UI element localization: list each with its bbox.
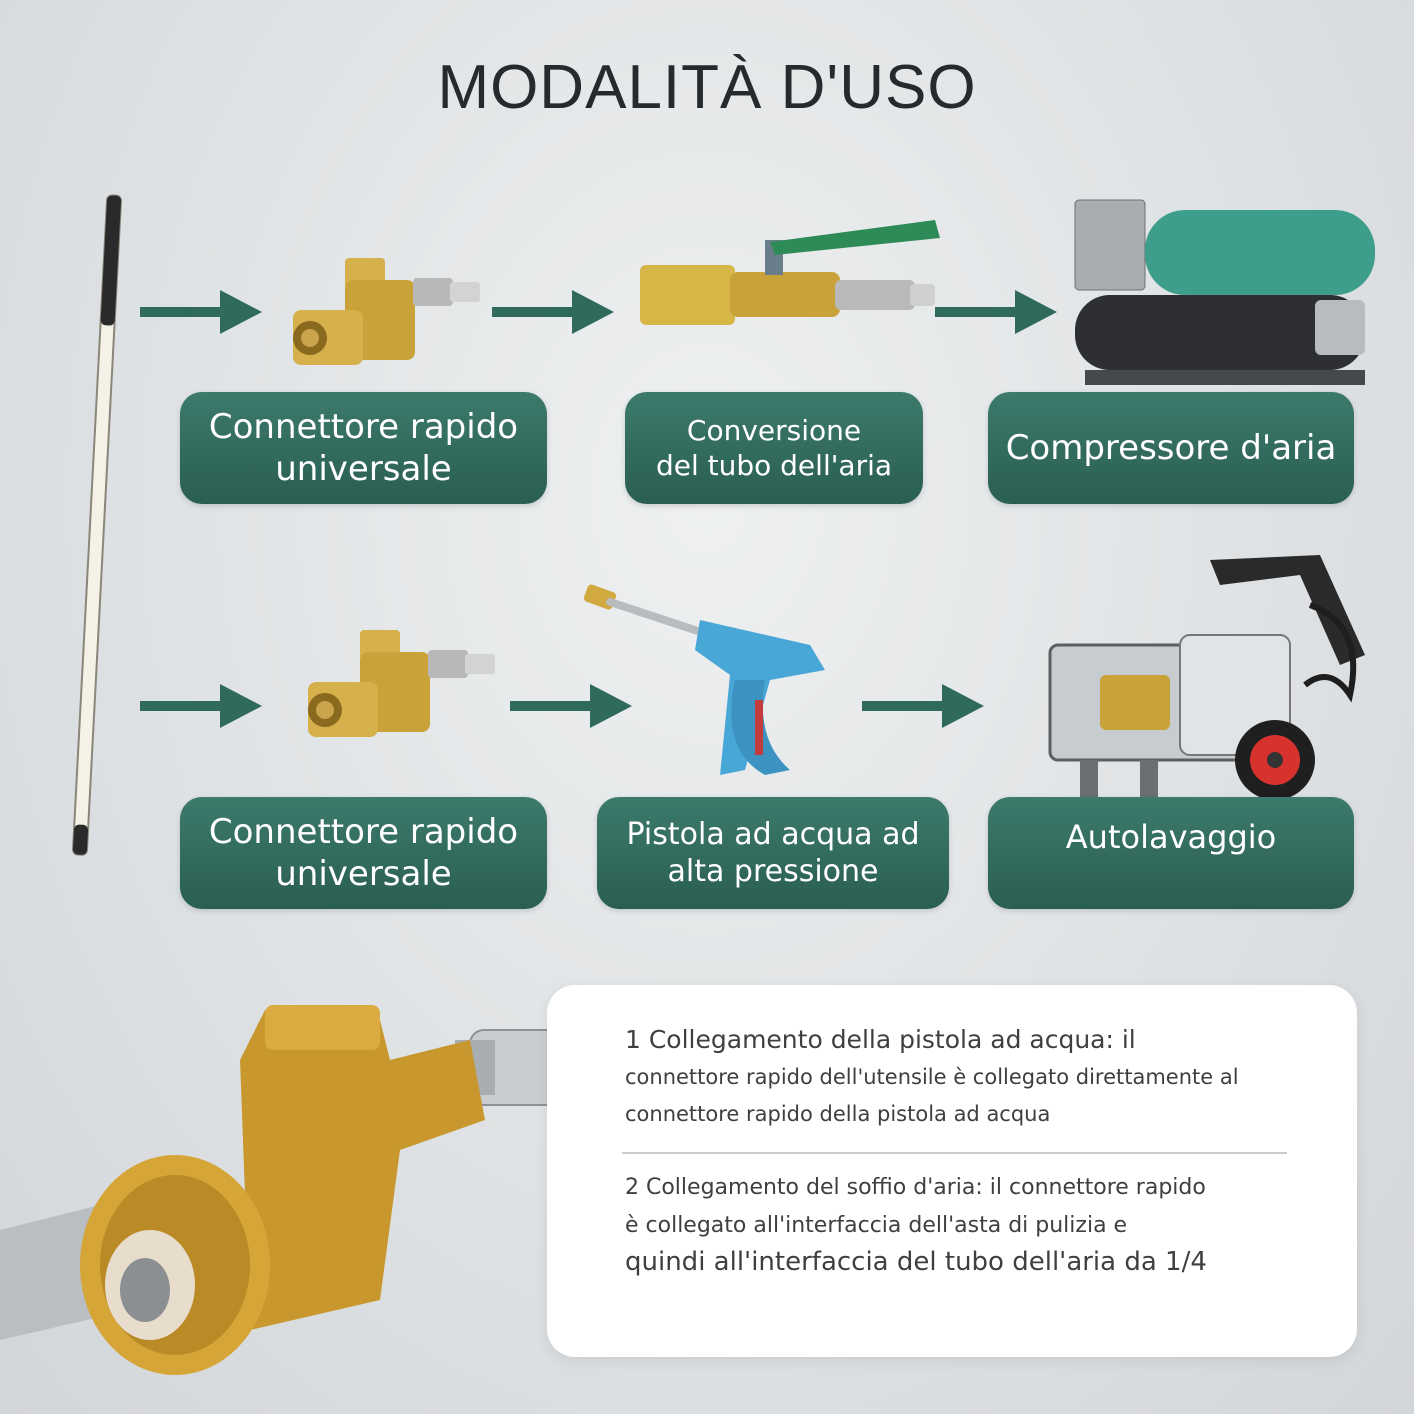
label-air-hose-conversion: Conversione del tubo dell'aria <box>625 392 923 504</box>
pressure-water-gun-icon <box>583 584 825 775</box>
arrow-right-icon <box>510 684 632 728</box>
arrow-right-icon <box>140 684 262 728</box>
label-high-pressure-water-gun: Pistola ad acqua ad alta pressione <box>597 797 949 909</box>
quick-connector-icon <box>293 258 480 365</box>
label-universal-connector: Connettore rapido universale <box>180 797 547 909</box>
label-car-wash: Autolavaggio <box>988 797 1354 909</box>
label-air-compressor: Compressore d'aria <box>988 392 1354 504</box>
instructions-card: 1 Collegamento della pistola ad acqua: i… <box>547 985 1357 1357</box>
instruction-1-line-1: 1 Collegamento della pistola ad acqua: i… <box>625 1025 1136 1054</box>
quick-connector-icon <box>308 630 495 737</box>
arrow-right-icon <box>862 684 984 728</box>
arrow-right-icon <box>492 290 614 334</box>
instruction-2-line-2: è collegato all'interfaccia dell'asta di… <box>625 1213 1128 1238</box>
instruction-1-line-2: connettore rapido dell'utensile è colleg… <box>625 1065 1239 1089</box>
page-title: MODALITÀ D'USO <box>437 53 977 122</box>
cleaning-wand-icon <box>71 194 123 856</box>
instruction-1-line-3: connettore rapido della pistola ad acqua <box>625 1102 1051 1126</box>
brass-swivel-connector-icon <box>0 1005 581 1375</box>
instruction-2-line-1: 2 Collegamento del soffio d'aria: il con… <box>625 1175 1206 1200</box>
divider <box>622 1152 1287 1154</box>
air-hose-adapter-icon <box>640 220 940 325</box>
air-compressor-icon <box>1074 199 1375 385</box>
pressure-washer-icon <box>1048 555 1365 805</box>
arrow-right-icon <box>935 290 1057 334</box>
arrow-right-icon <box>140 290 262 334</box>
label-universal-connector: Connettore rapido universale <box>180 392 547 504</box>
instruction-2-line-3: quindi all'interfaccia del tubo dell'ari… <box>625 1247 1207 1277</box>
